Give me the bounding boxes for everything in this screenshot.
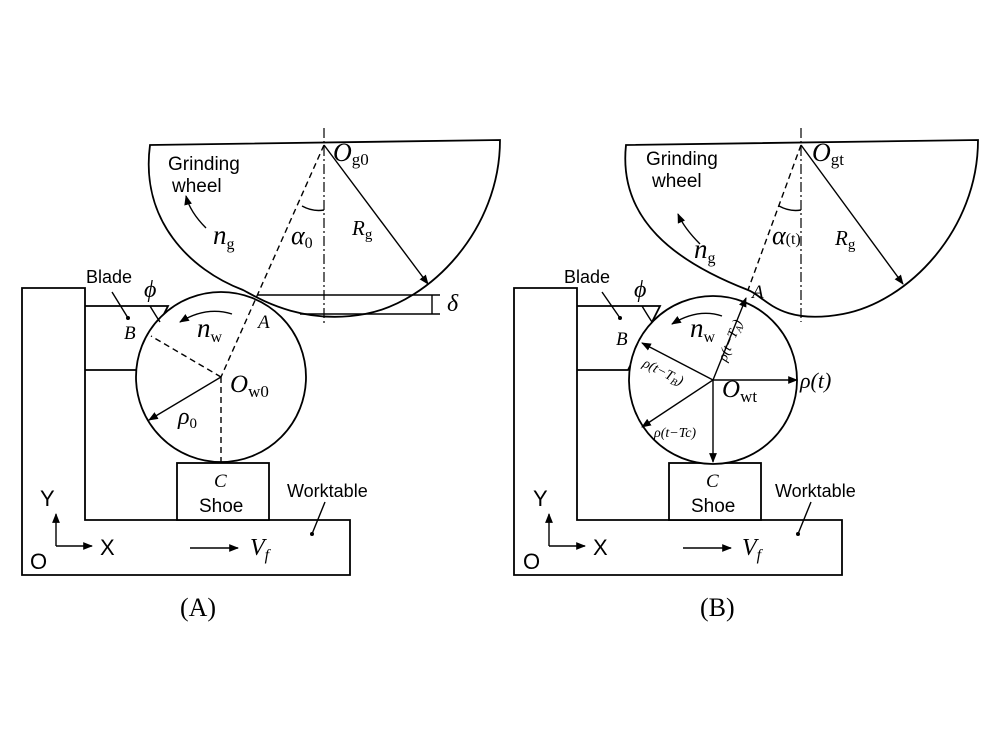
alpha-arc — [301, 205, 325, 212]
nw-rotation-arrow — [671, 312, 723, 325]
ng-label: ng — [694, 234, 716, 267]
shoe — [668, 462, 762, 521]
wheel-to-work-dash — [220, 144, 325, 378]
blade-leader — [601, 291, 621, 319]
point-a-label: A — [256, 312, 270, 333]
point-b-label: B — [616, 329, 628, 350]
shoe-label: Shoe — [199, 496, 243, 517]
origin-label: O — [30, 549, 47, 574]
panel-a: Grinding wheel Og0 α0 Rg ng δ Blade ϕ B … — [21, 128, 501, 622]
blade-leader-dot — [126, 316, 130, 320]
ow-label: Owt — [722, 376, 757, 406]
y-axis-label: Y — [533, 486, 548, 511]
rho-ta-arrow — [712, 297, 747, 381]
phi-label: ϕ — [634, 277, 646, 303]
phi-label: ϕ — [144, 277, 156, 303]
rg-arrow — [323, 144, 429, 285]
wheel-to-work-dash — [747, 144, 802, 291]
wheel-label-1: Grinding — [168, 154, 240, 175]
x-axis-label: X — [593, 535, 608, 560]
point-c-label: C — [706, 471, 719, 492]
og-label: Og0 — [333, 138, 369, 169]
alpha-label: α(t) — [772, 221, 801, 250]
phi-arc — [641, 305, 653, 323]
panel-b: Grinding wheel Ogt α(t) Rg ng Blade ϕ A … — [513, 128, 979, 622]
wheel-label-1: Grinding — [646, 149, 718, 170]
nw-label: nw — [197, 313, 223, 346]
rg-label: Rg — [834, 226, 856, 253]
rho-label: ρ0 — [177, 404, 197, 432]
vf-label: Vf — [742, 535, 764, 564]
nw-label: nw — [690, 313, 716, 346]
rg-arrow — [800, 144, 904, 285]
og-label: Ogt — [812, 138, 844, 169]
worktable-leader — [797, 501, 812, 535]
grinding-wheel — [147, 139, 501, 318]
center-to-b-dash — [150, 335, 222, 378]
phi-arc — [149, 305, 161, 323]
x-axis-label: X — [100, 535, 115, 560]
rho-tc-label: ρ(t−Tc) — [653, 426, 696, 441]
rho-tc-arrow — [641, 379, 714, 428]
machine-frame — [513, 287, 843, 576]
point-a-label: A — [750, 282, 764, 303]
y-axis-label: Y — [40, 486, 55, 511]
point-c-label: C — [214, 471, 227, 492]
nw-rotation-arrow — [179, 310, 233, 323]
ng-rotation-arrow — [184, 195, 207, 229]
caption-a: (A) — [180, 593, 216, 622]
shoe — [176, 462, 270, 521]
ng-label: ng — [213, 220, 235, 253]
ng-rotation-arrow — [677, 213, 701, 245]
alpha-arc — [778, 205, 802, 212]
alpha-label: α0 — [291, 221, 313, 252]
rho-tb-arrow — [641, 342, 714, 381]
point-b-label: B — [124, 323, 136, 344]
wheel-label-2: wheel — [171, 176, 222, 197]
caption-b: (B) — [700, 593, 735, 622]
worktable-leader-dot — [796, 532, 800, 536]
rho-t-label: ρ(t) — [799, 368, 831, 393]
origin-label: O — [523, 549, 540, 574]
blade-label: Blade — [86, 267, 132, 287]
worktable-label: Worktable — [287, 481, 368, 501]
ow-label: Ow0 — [230, 371, 269, 401]
worktable-leader — [311, 501, 326, 535]
blade-leader-dot — [618, 316, 622, 320]
grinding-wheel — [624, 139, 979, 318]
worktable-label: Worktable — [775, 481, 856, 501]
vf-label: Vf — [250, 535, 272, 564]
wheel-label-2: wheel — [651, 171, 702, 192]
worktable-leader-dot — [310, 532, 314, 536]
rho-arrow — [148, 376, 222, 421]
shoe-label: Shoe — [691, 496, 735, 517]
rg-label: Rg — [351, 216, 373, 243]
blade-leader — [111, 291, 129, 319]
blade-label: Blade — [564, 267, 610, 287]
delta-label: δ — [447, 291, 459, 317]
machine-frame — [21, 287, 351, 576]
